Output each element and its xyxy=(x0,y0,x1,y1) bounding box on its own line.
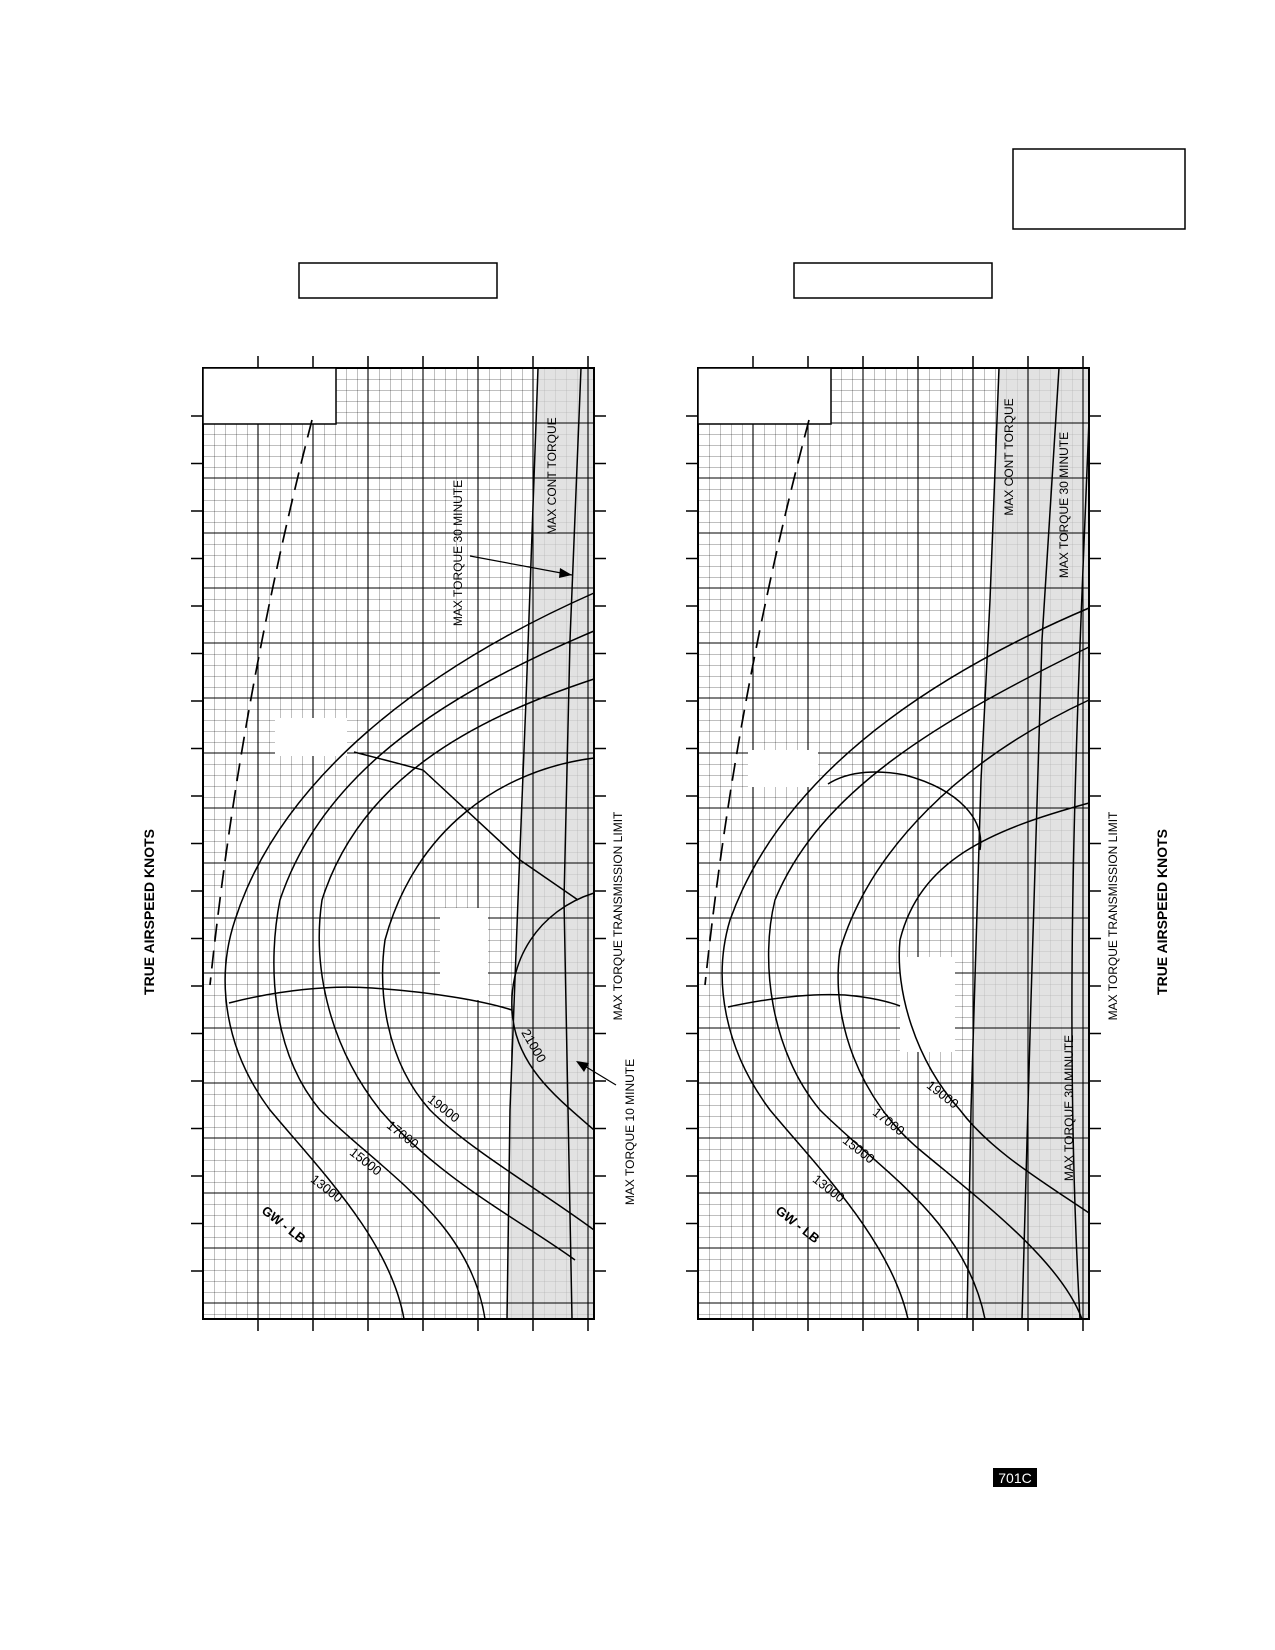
title-box-left xyxy=(298,262,498,299)
limit-arc-left xyxy=(228,986,513,1011)
max-10-label-left: MAX TORQUE 10 MINUTE xyxy=(623,1059,637,1205)
max-cont-label-right: MAX CONT TORQUE xyxy=(1002,398,1016,515)
major-grid-right xyxy=(698,368,1089,1319)
arrowhead-30-min-left xyxy=(559,568,572,578)
max-cont-label-left: MAX CONT TORQUE xyxy=(545,417,559,534)
arrowhead-10-min-left xyxy=(576,1061,589,1072)
panel-right xyxy=(686,356,1101,1331)
mask-left-2 xyxy=(440,908,488,1000)
ticks-left xyxy=(191,356,606,1331)
gw-curve-19000-right xyxy=(898,802,1090,1214)
max-cont-torque-line-right xyxy=(966,367,1000,1320)
gw-curve-13000-left xyxy=(224,592,595,1320)
figure-badge: 701C xyxy=(998,1470,1031,1486)
arrow-30-min-left xyxy=(469,555,573,576)
panel-left xyxy=(191,356,617,1331)
gw-curve-13000-right xyxy=(721,607,1090,1320)
ticks-right xyxy=(686,356,1101,1331)
gw-curve-17000-left xyxy=(318,678,595,1261)
axis-label-right: TRUE AIRSPEED KNOTS xyxy=(1154,829,1170,995)
dashed-line-right xyxy=(704,419,810,986)
legend-box-right xyxy=(697,367,832,425)
max-30-top-label-right: MAX TORQUE 30 MINUTE xyxy=(1057,432,1071,578)
boundary-arc-right xyxy=(827,771,982,851)
mask-left-1 xyxy=(275,718,347,756)
major-grid-left xyxy=(203,368,594,1319)
figure-badge-bg xyxy=(993,1468,1037,1487)
trans-label-left: MAX TORQUE TRANSMISSION LIMIT xyxy=(611,811,625,1020)
header-box-top-right xyxy=(1012,148,1186,230)
max-30-bottom-label-right: MAX TORQUE 30 MINUTE xyxy=(1062,1035,1076,1181)
limit-arc-right xyxy=(727,993,901,1008)
mask-right-2 xyxy=(900,957,955,1052)
trans-label-right: MAX TORQUE TRANSMISSION LIMIT xyxy=(1106,811,1120,1020)
gw-curve-15000-left xyxy=(273,630,595,1320)
dashed-line-left xyxy=(209,419,313,986)
shaded-region-left xyxy=(507,368,594,1319)
legend-box-left xyxy=(202,367,337,425)
max-30-label-left: MAX TORQUE 30 MINUTE xyxy=(451,480,465,626)
boundary-line-left xyxy=(353,751,579,901)
max-cont-torque-line-left xyxy=(506,367,539,1320)
max-30-min-line-right-2 xyxy=(1071,419,1090,1320)
gw-curve-19000-left xyxy=(381,757,595,1231)
gw-curve-21000-left xyxy=(511,892,595,1131)
frame-left xyxy=(202,367,595,1320)
mask-right-1 xyxy=(748,750,818,787)
axis-label-left: TRUE AIRSPEED KNOTS xyxy=(141,829,157,995)
max-30-min-line-left xyxy=(563,367,582,1320)
title-box-right xyxy=(793,262,993,299)
frame-right xyxy=(697,367,1090,1320)
max-30-min-line-right xyxy=(1021,367,1060,1320)
gw-curve-17000-right xyxy=(837,699,1090,1320)
gw-curve-15000-right xyxy=(767,646,1090,1320)
